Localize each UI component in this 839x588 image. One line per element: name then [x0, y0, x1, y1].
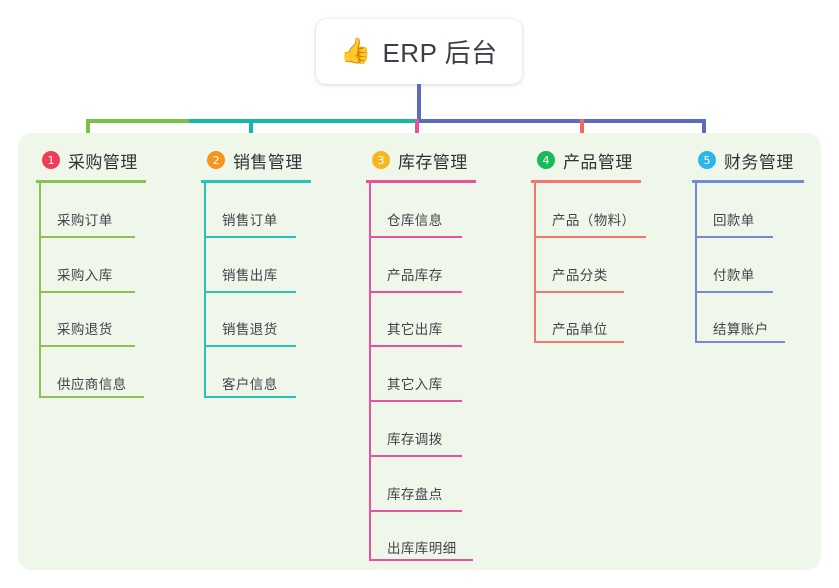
root-node-content: 👍 ERP 后台: [340, 33, 497, 70]
item-underline: [39, 345, 135, 347]
item-underline: [39, 291, 135, 293]
branch-badge-2: 2: [207, 151, 225, 169]
root-node-title: ERP 后台: [382, 38, 498, 68]
item-underline: [695, 236, 773, 238]
item-label: 其它入库: [387, 377, 443, 392]
branch-spine-4: [534, 180, 536, 341]
branch-underline-1: [36, 180, 146, 183]
branch-title-3: 库存管理: [398, 152, 468, 172]
branch-badge-4: 4: [537, 151, 555, 169]
branch-spine-1: [39, 180, 41, 396]
branch-underline-5: [692, 180, 804, 183]
item-label: 回款单: [713, 213, 755, 228]
branch-header-3[interactable]: 3 库存管理: [372, 148, 468, 172]
trunk-segment-indigo: [417, 119, 704, 123]
item-underline: [204, 291, 296, 293]
item-underline: [204, 396, 296, 398]
item-underline: [695, 291, 773, 293]
item-underline: [534, 236, 646, 238]
item-underline: [204, 345, 296, 347]
item-label: 产品分类: [552, 268, 608, 283]
item-underline: [534, 291, 624, 293]
item-label: 付款单: [713, 268, 755, 283]
branch-title-4: 产品管理: [563, 152, 633, 172]
item-label: 出库库明细: [387, 541, 457, 556]
item-label: 仓库信息: [387, 213, 443, 228]
branch-header-2[interactable]: 2 销售管理: [207, 148, 303, 172]
root-node[interactable]: 👍 ERP 后台: [316, 19, 522, 84]
trunk-segment-teal: [189, 119, 419, 123]
item-underline: [534, 341, 624, 343]
branch-header-4[interactable]: 4 产品管理: [537, 148, 633, 172]
branch-badge-3: 3: [372, 151, 390, 169]
item-label: 其它出库: [387, 322, 443, 337]
item-label: 产品单位: [552, 322, 608, 337]
branch-badge-1: 1: [42, 151, 60, 169]
item-underline: [204, 236, 296, 238]
item-label: 产品库存: [387, 268, 443, 283]
item-label: 销售订单: [222, 213, 278, 228]
item-label: 采购入库: [57, 268, 113, 283]
branch-header-1[interactable]: 1 采购管理: [42, 148, 138, 172]
branch-title-1: 采购管理: [68, 152, 138, 172]
branch-underline-4: [531, 180, 641, 183]
item-underline: [39, 396, 144, 398]
item-label: 采购订单: [57, 213, 113, 228]
item-label: 库存调拨: [387, 432, 443, 447]
item-underline: [39, 236, 135, 238]
thumbs-up-icon: 👍: [340, 37, 372, 65]
branch-spine-5: [695, 180, 697, 341]
item-underline: [369, 400, 462, 402]
branch-spine-3: [369, 180, 371, 559]
branch-title-2: 销售管理: [233, 152, 303, 172]
item-label: 库存盘点: [387, 487, 443, 502]
item-label: 供应商信息: [57, 377, 127, 392]
item-underline: [369, 236, 462, 238]
item-label: 结算账户: [713, 322, 769, 337]
branch-underline-3: [366, 180, 476, 183]
item-label: 销售出库: [222, 268, 278, 283]
item-label: 销售退货: [222, 322, 278, 337]
item-underline: [369, 291, 462, 293]
branch-title-5: 财务管理: [724, 152, 794, 172]
item-underline: [369, 345, 462, 347]
item-underline: [695, 341, 785, 343]
item-label: 产品（物料）: [552, 213, 636, 228]
branch-underline-2: [201, 180, 311, 183]
branches-panel: [18, 133, 821, 570]
item-underline: [369, 510, 462, 512]
root-stem-connector: [417, 84, 421, 121]
branch-header-5[interactable]: 5 财务管理: [698, 148, 794, 172]
item-label: 采购退货: [57, 322, 113, 337]
item-underline: [369, 559, 473, 561]
item-label: 客户信息: [222, 377, 278, 392]
branch-badge-5: 5: [698, 151, 716, 169]
branch-spine-2: [204, 180, 206, 396]
item-underline: [369, 455, 462, 457]
trunk-segment-green: [86, 119, 191, 123]
